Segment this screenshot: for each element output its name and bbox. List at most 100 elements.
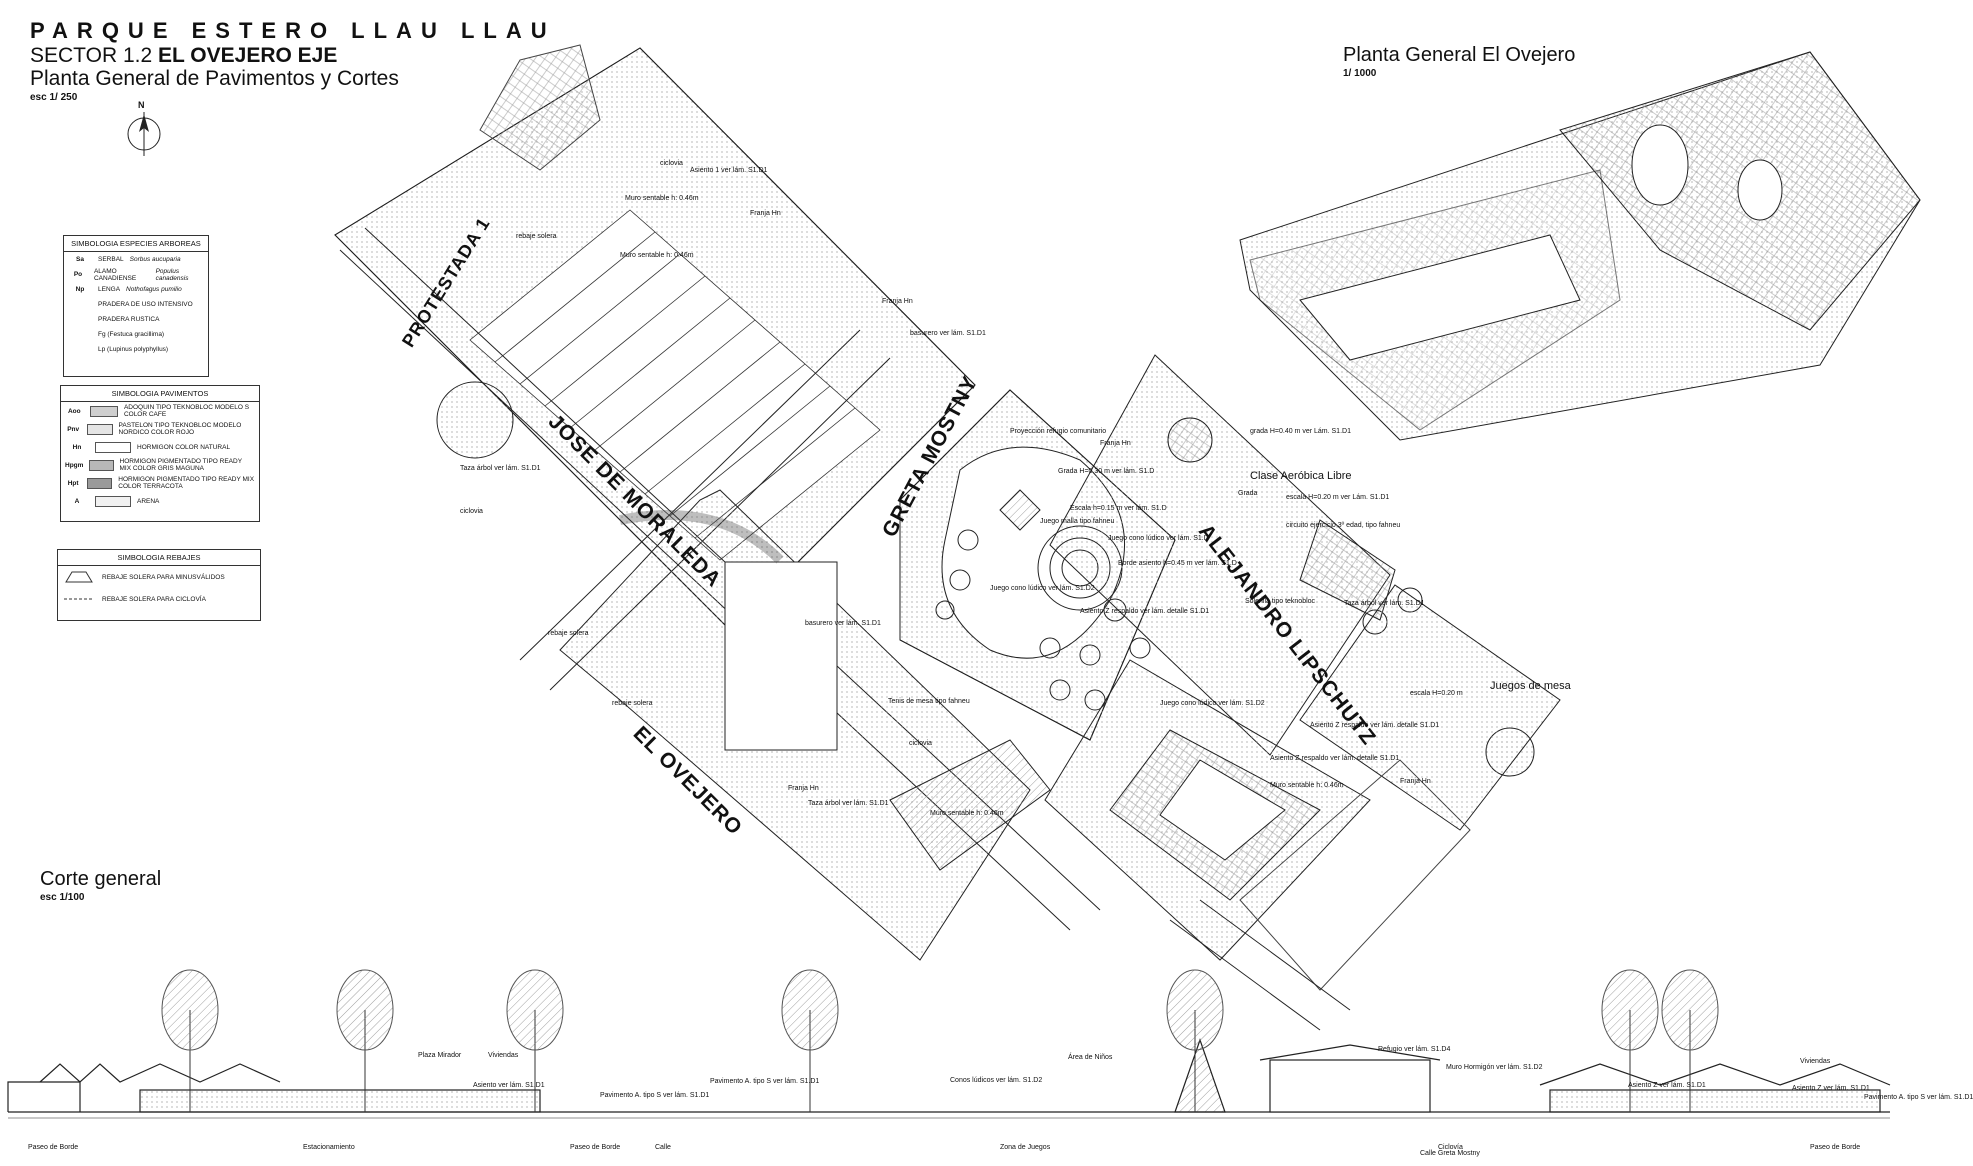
legend-rebaje-label: REBAJE SOLERA PARA CICLOVÍA: [102, 595, 206, 603]
legend-pavement-code: Hpt: [67, 479, 79, 487]
legend-pavement-code: Pnv: [67, 425, 80, 433]
legend-tree-row: Lp (Lupinus polyphyllus): [64, 342, 208, 357]
section-annotation: Plaza Mirador: [418, 1052, 462, 1059]
legend-tree-name: LENGA: [98, 286, 121, 293]
legend-pavement-row: Hn HORMIGON COLOR NATURAL: [61, 438, 259, 456]
plan-annotation: ciclovia: [660, 160, 683, 167]
section-annotation: Pavimento A. tipo S ver lám. S1.D1: [600, 1092, 710, 1099]
legend-rebaje-row: REBAJE SOLERA PARA CICLOVÍA: [58, 588, 260, 610]
plan-annotation: Grada H=0.30 m ver lám. S1.D: [1058, 468, 1155, 475]
plan-annotation: rebaje solera: [516, 233, 557, 240]
sector-heading: SECTOR 1.2 EL OVEJERO EJE: [30, 44, 337, 68]
plan-annotation: Taza árbol ver lám. S1.D1: [1344, 600, 1425, 607]
legend-pavement-row: Pnv PASTELON TIPO TEKNOBLOC MODELO NORDIC…: [61, 420, 259, 438]
legend-pavement-name: HORMIGON PIGMENTADO TIPO READY MIX COLOR…: [119, 458, 242, 472]
legend-tree-code: Sa: [76, 256, 84, 263]
dashed-line-icon: [64, 598, 94, 600]
section-annotation: Pavimento A. tipo S ver lám. S1.D1: [710, 1078, 820, 1085]
plan-annotation: ciclovia: [460, 508, 483, 515]
plan-annotation: rebaje solera: [548, 630, 589, 637]
site-plan: [7, 44, 1921, 1119]
plan-annotation: Muro sentable h: 0.46m: [1270, 782, 1344, 789]
plan-annotation: Muro sentable h: 0.46m: [625, 195, 699, 202]
plan-annotation: Muro sentable h: 0.46m: [620, 252, 694, 259]
plan-annotation: Asiento Z respaldo ver lám. detalle S1.D…: [1270, 755, 1400, 762]
legend-rebajes: SIMBOLOGIA REBAJES REBAJE SOLERA PARA MI…: [57, 549, 261, 621]
overview-map: [1239, 51, 1921, 441]
section-tree-icon: [336, 969, 394, 1112]
legend-rebaje-row: REBAJE SOLERA PARA MINUSVÁLIDOS: [58, 566, 260, 588]
legend-pavement-swatch: [89, 459, 114, 471]
legend-pavement-name: HORMIGON COLOR NATURAL: [137, 443, 231, 451]
ramp-icon: [65, 571, 93, 583]
section-annotation: Conos lúdicos ver lám. S1.D2: [950, 1077, 1043, 1084]
plan-annotation: Solerilla tipo teknobloc: [1245, 598, 1316, 605]
legend-tree-name: PRADERA RUSTICA: [98, 316, 160, 323]
plan-annotation: Asiento Z respaldo ver lám. detalle S1.D…: [1080, 608, 1210, 615]
plan-annotation: Clase Aeróbica Libre: [1250, 470, 1352, 482]
legend-tree-name: PRADERA DE USO INTENSIVO: [98, 301, 193, 308]
legend-pavement-swatch: [95, 495, 131, 507]
section-zone-label: Paseo de Borde: [28, 1144, 79, 1151]
plan-annotation: rebaje solera: [612, 700, 653, 707]
section-tree-icon: [161, 969, 219, 1112]
legend-tree-row: PRADERA DE USO INTENSIVO: [64, 297, 208, 312]
plan-annotation: Juegos de mesa: [1490, 680, 1571, 692]
plan-annotation: escala H=0.20 m: [1410, 690, 1463, 697]
legend-tree-latin: Sorbus aucuparia: [129, 256, 181, 263]
plan-annotation: Taza árbol ver lám. S1.D1: [808, 800, 889, 807]
section-zone-label: Paseo de Borde: [1810, 1144, 1861, 1151]
north-arrow-icon: N: [126, 100, 162, 160]
section-annotation: Refugio ver lám. S1.D4: [1378, 1046, 1451, 1053]
plan-annotation: basurero ver lám. S1.D1: [805, 620, 881, 627]
legend-pavement-code: Hn: [72, 443, 82, 451]
legend-tree-code: Po: [73, 271, 83, 278]
legend-pavement-code: Hpgm: [65, 461, 84, 469]
legend-pavement-row: Hpgm HORMIGON PIGMENTADO TIPO READY MIX C…: [61, 456, 259, 474]
legend-pavement-swatch: [87, 477, 113, 489]
overview-scale: 1/ 1000: [1343, 68, 1377, 79]
plan-annotation: Escala h=0.15 m ver lám. S1.D: [1070, 505, 1167, 512]
plan-annotation: grada H=0.40 m ver Lám. S1.D1: [1250, 428, 1351, 435]
legend-pavement-name: ADOQUIN TIPO TEKNOBLOC MODELO S COLOR CA…: [123, 404, 250, 418]
sector-name: EL OVEJERO EJE: [158, 44, 338, 67]
plan-annotation: Franja Hn: [882, 298, 913, 305]
section-title: Corte general: [40, 868, 162, 890]
section-annotation: Viviendas: [488, 1052, 519, 1059]
legend-tree-row: PRADERA RUSTICA: [64, 312, 208, 327]
legend-tree-latin: Populus canadensis: [155, 267, 189, 282]
north-label: N: [138, 100, 145, 110]
plan-annotation: Juego cono lúdico ver lám. S1.D: [1108, 535, 1209, 542]
legend-pavement-name: PASTELON TIPO TEKNOBLOC MODELO NORDICO C…: [118, 422, 242, 436]
plan-subtitle: Planta General de Pavimentos y Cortes: [30, 67, 399, 90]
plan-annotation: Franja Hn: [1400, 778, 1431, 785]
section-ground: [7, 1038, 1891, 1119]
legend-pavements-title: SIMBOLOGIA PAVIMENTOS: [61, 386, 259, 402]
overview-title: Planta General El Ovejero: [1343, 44, 1576, 66]
section-annotation: Asiento Z ver lám. S1.D1: [1628, 1082, 1706, 1089]
section-tree-icon: [1166, 969, 1224, 1112]
legend-tree-row: Fg (Festuca gracillima): [64, 327, 208, 342]
plan-annotation: Asiento Z respaldo ver lám. detalle S1.D…: [1310, 722, 1440, 729]
plan-annotation: Asiento 1 ver lám. S1.D1: [690, 167, 768, 174]
legend-rebaje-label: REBAJE SOLERA PARA MINUSVÁLIDOS: [102, 573, 225, 581]
section-annotation: Asiento ver lám. S1.D1: [473, 1082, 545, 1089]
plan-annotation: Borde asiento h=0.45 m ver lám. S1.D: [1118, 560, 1237, 567]
section-zone-label: Paseo de Borde: [570, 1144, 621, 1151]
plan-annotation: Franja Hn: [1100, 440, 1131, 447]
legend-trees-title: SIMBOLOGIA ESPECIES ARBOREAS: [64, 236, 208, 252]
legend-pavement-code: A: [74, 497, 80, 505]
plan-annotation: Taza árbol ver lám. S1.D1: [460, 465, 541, 472]
section-scale: esc 1/100: [40, 892, 85, 903]
parking-grid: [469, 209, 881, 561]
legend-pavement-swatch: [95, 441, 131, 453]
section-tree-icon: [1601, 969, 1659, 1112]
section-tree-icon: [1661, 969, 1719, 1112]
legend-tree-code: Np: [75, 286, 85, 293]
legend-rebajes-title: SIMBOLOGIA REBAJES: [58, 550, 260, 566]
